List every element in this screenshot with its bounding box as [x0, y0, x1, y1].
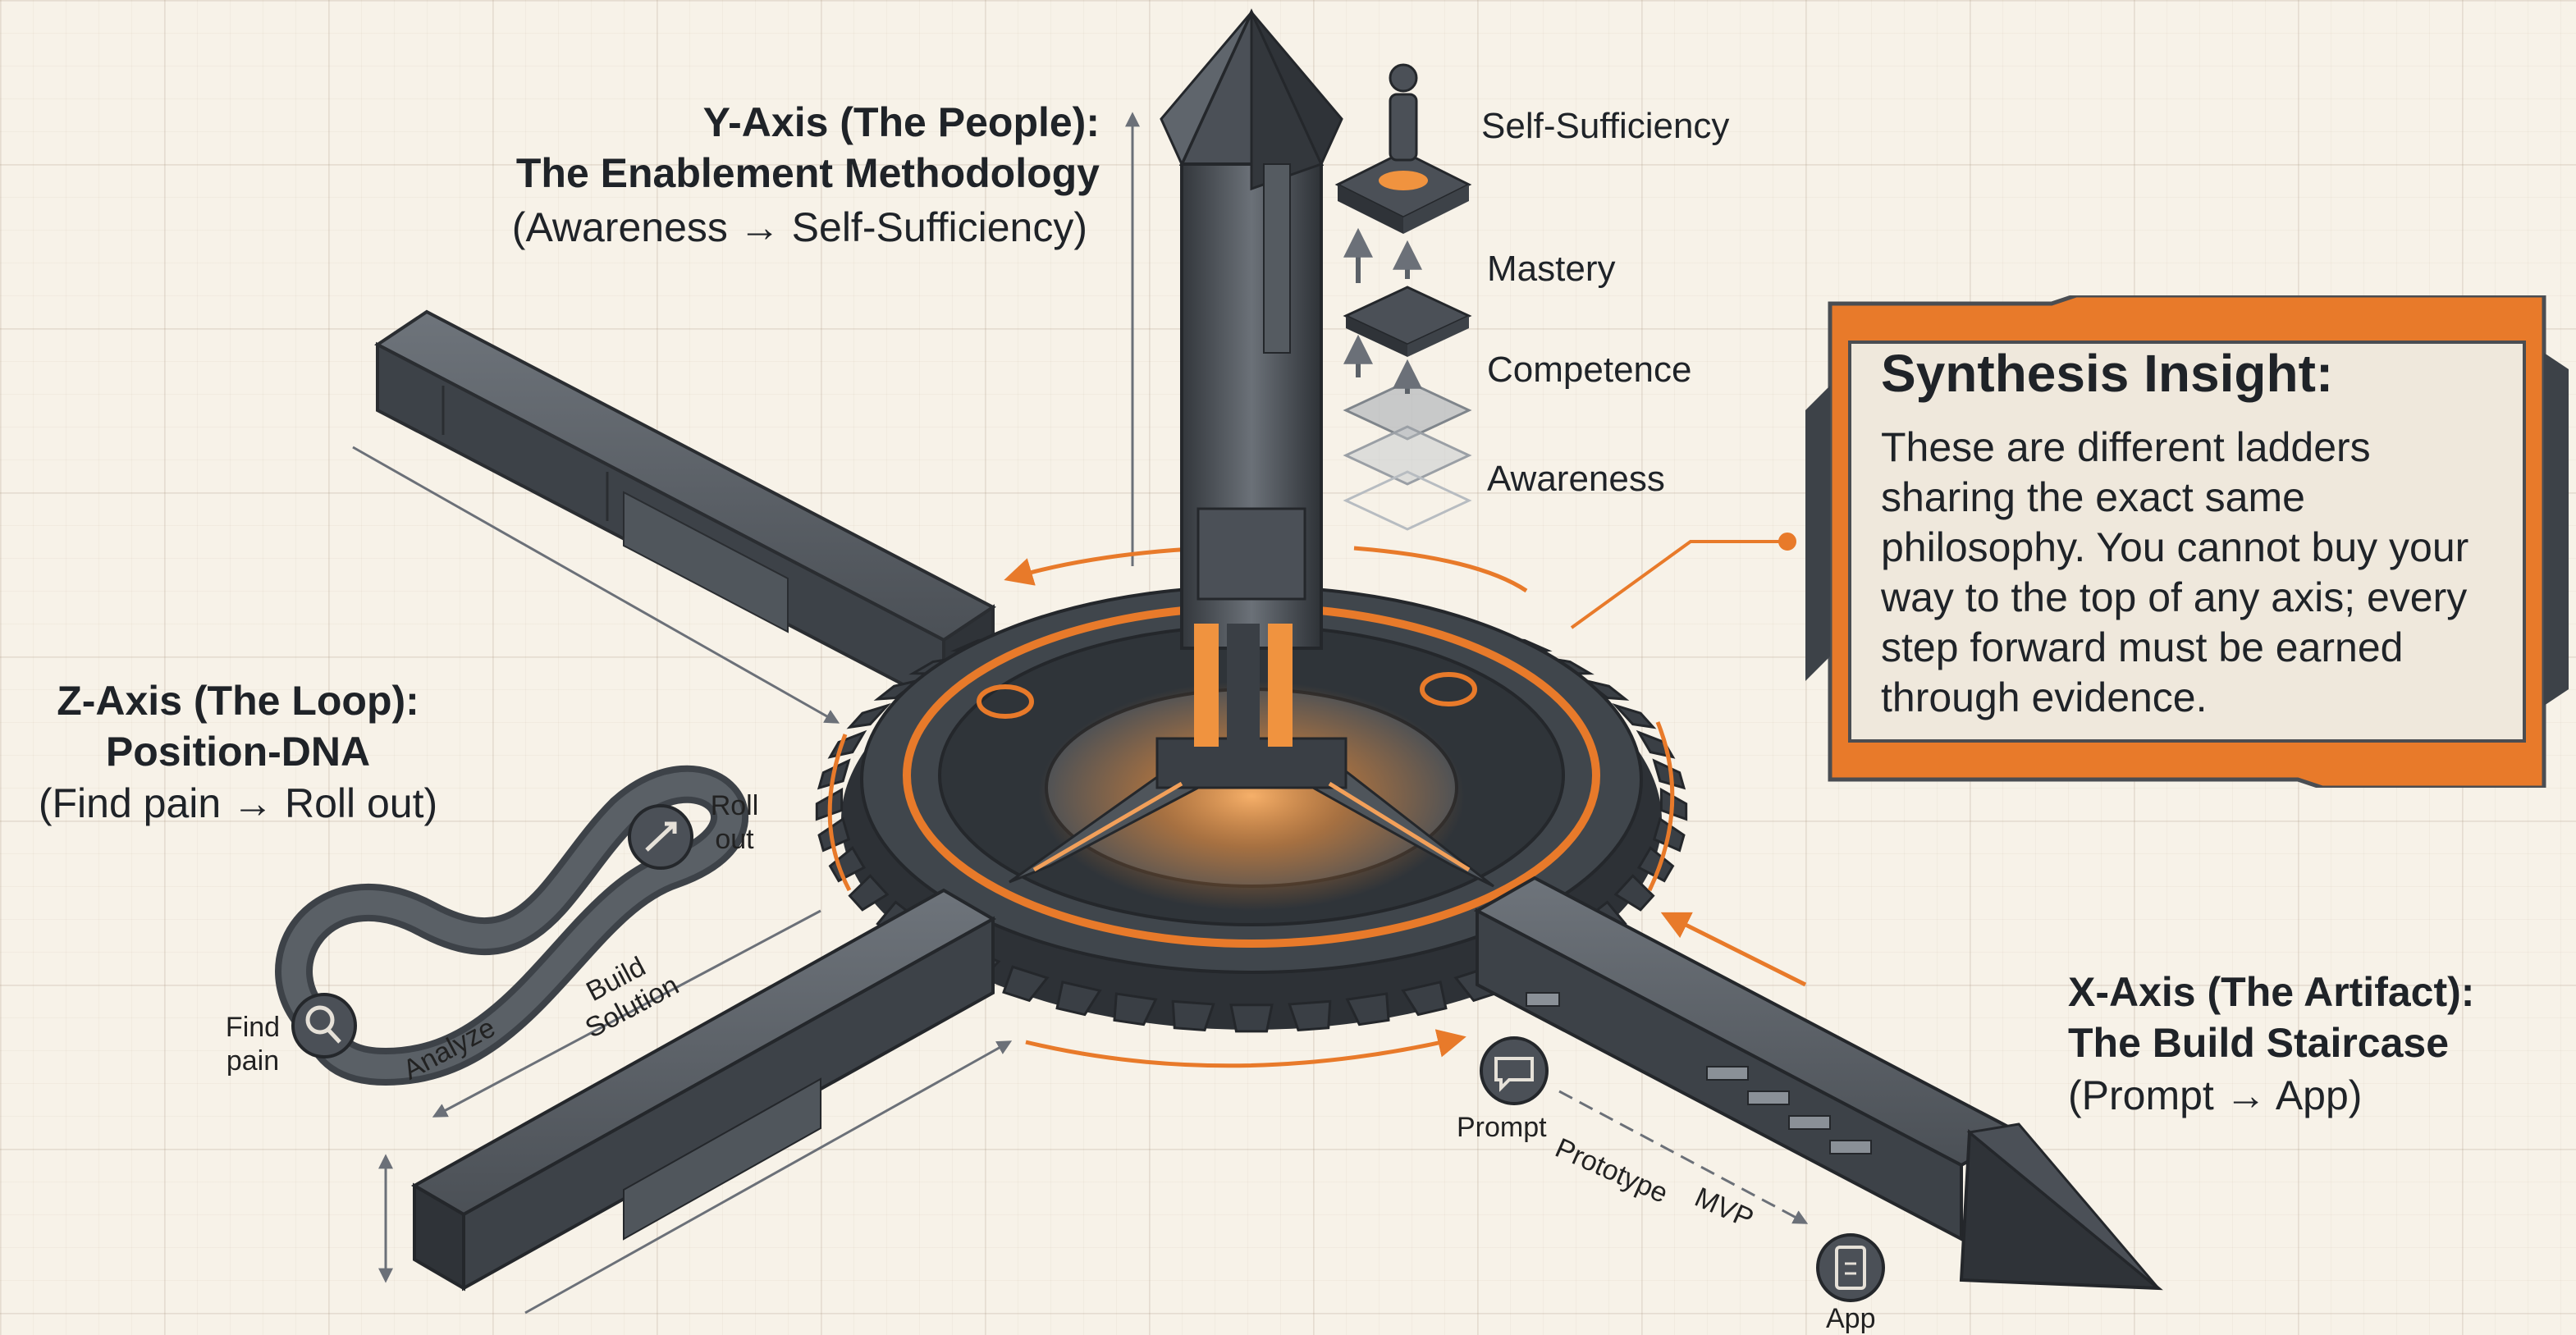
- gear-tooth: [1613, 874, 1655, 912]
- z-axis-title-line2: Position-DNA: [105, 729, 371, 775]
- gear-tooth: [1002, 965, 1050, 1003]
- y-step-mastery: Mastery: [1487, 249, 1616, 289]
- y-step-awareness: Awareness: [1487, 459, 1665, 499]
- dimension-lines: [352, 112, 1809, 1314]
- gear-tooth: [846, 702, 891, 729]
- synthesis-insight-panel: Synthesis Insight: These are different l…: [1805, 295, 2569, 788]
- x-axis-title-line2: The Build Staircase: [2068, 1020, 2450, 1066]
- rotation-arrows: [827, 546, 1807, 1068]
- gear-tooth: [827, 729, 867, 759]
- z-axis-range: (Find pain → Roll out): [38, 780, 438, 826]
- gear-tooth: [1288, 999, 1332, 1032]
- y-axis-column: [1160, 8, 1343, 771]
- z-axis-beam-back: [374, 309, 996, 709]
- gear-tooth: [1637, 846, 1675, 883]
- gear-hub: [815, 585, 1688, 1033]
- y-axis-title-line1: Y-Axis (The People):: [702, 99, 1100, 145]
- front-left-beam: [410, 888, 997, 1292]
- x-step-prompt: Prompt: [1457, 1112, 1547, 1143]
- gear-tooth: [1612, 702, 1657, 729]
- insight-leader: [1570, 533, 1796, 629]
- loop-label-roll-out: Roll out: [710, 790, 759, 855]
- insight-box: [1848, 341, 2526, 743]
- loop-label-find-pain: Find pain: [225, 1012, 281, 1077]
- gear-tooth: [828, 846, 866, 883]
- x-axis-title-line1: X-Axis (The Artifact):: [2068, 969, 2475, 1015]
- infinity-loop: [275, 765, 748, 1086]
- z-axis-title-line1: Z-Axis (The Loop):: [57, 678, 419, 724]
- y-axis-step-plates: [1334, 63, 1472, 531]
- y-axis-range: (Awareness → Self-Sufficiency): [511, 204, 1087, 250]
- x-axis-beam: [1473, 876, 2163, 1291]
- gear-tooth: [1113, 992, 1158, 1026]
- x-axis-icons: [1480, 1036, 1885, 1302]
- gear-tooth: [1345, 992, 1390, 1026]
- y-step-competence: Competence: [1487, 350, 1692, 390]
- prompt-icon: [1480, 1036, 1549, 1105]
- insight-title: Synthesis Insight:: [1881, 344, 2334, 403]
- insight-body: These are different ladders sharing the …: [1881, 424, 2469, 720]
- x-axis-range: (Prompt → App): [2068, 1072, 2363, 1118]
- x-step-app: App: [1826, 1303, 1876, 1334]
- gear-tooth: [1401, 981, 1448, 1017]
- gear-tooth: [1229, 1004, 1274, 1033]
- gear-tooth: [1171, 999, 1215, 1032]
- y-step-self-sufficiency: Self-Sufficiency: [1481, 106, 1730, 146]
- gear-tooth: [1055, 981, 1102, 1017]
- app-icon: [1816, 1233, 1885, 1302]
- gear-tooth: [1636, 729, 1676, 759]
- y-axis-title-line2: The Enablement Methodology: [515, 150, 1100, 196]
- find-pain-icon: [291, 993, 357, 1058]
- gear-tooth: [848, 874, 890, 912]
